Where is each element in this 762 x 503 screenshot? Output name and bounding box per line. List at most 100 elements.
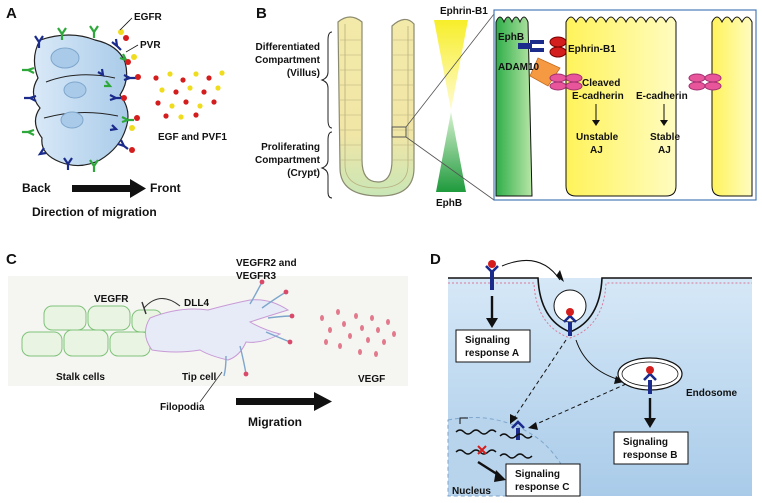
villus-label-3: (Villus)	[287, 68, 320, 79]
dll4-label: DLL4	[184, 298, 209, 309]
villus-inner-line	[344, 24, 409, 189]
ligand-label: EGF and PVF1	[158, 132, 227, 143]
egfr-pointer	[119, 17, 133, 31]
panel-d-letter: D	[430, 251, 441, 268]
migration-arrow-c	[236, 392, 332, 411]
arrow-unstable-head	[592, 120, 600, 126]
bound-ligands	[121, 35, 141, 153]
dna-strand	[499, 453, 533, 459]
stalk-label: Stalk cells	[56, 372, 105, 383]
stable-ecadherin	[688, 73, 722, 91]
response-a-line2: response A	[465, 348, 519, 359]
adam10-label: ADAM10	[498, 62, 540, 73]
extracellular-space	[448, 262, 752, 278]
ephb-gradient	[436, 112, 466, 192]
ecad-label: E-cadherin	[636, 91, 688, 102]
internalize-arrow-head	[556, 270, 564, 282]
cell-border	[45, 74, 116, 83]
crypt-label-2: Compartment	[255, 155, 321, 166]
response-b-line1: Signaling	[623, 437, 668, 448]
crypt-label-1: Proliferating	[261, 142, 320, 153]
response-a-box	[455, 329, 531, 363]
zoom-line	[405, 136, 495, 201]
neighbor-cell	[711, 16, 753, 197]
ephrin-ligand	[549, 46, 567, 58]
vegfr-label: VEGFR	[94, 294, 129, 305]
cleaved-label-2: E-cadherin	[572, 91, 624, 102]
response-b-box	[613, 431, 689, 465]
villus-crypt-epithelium	[337, 16, 415, 197]
ephb-receptor	[518, 40, 544, 52]
migrating-cell-cluster	[32, 34, 129, 167]
response-b-line2: response B	[623, 450, 677, 461]
zoom-box	[391, 126, 407, 138]
dashed-arrow-head	[510, 414, 518, 424]
dll4-inhibition	[143, 298, 181, 309]
arrow-stable-head	[660, 120, 668, 126]
villus-brace	[320, 31, 333, 129]
direction-label: Direction of migration	[32, 205, 157, 219]
pvr-pointer	[125, 44, 139, 53]
response-c-box	[505, 463, 581, 497]
unstable-label-2: AJ	[590, 145, 603, 156]
vegf-label: VEGF	[358, 374, 385, 385]
ephb-gradient-label: EphB	[436, 198, 462, 209]
nucleus-label: Nucleus	[452, 486, 491, 497]
cell-border	[43, 111, 119, 119]
dna-strand	[455, 449, 497, 455]
response-a-line1: Signaling	[465, 335, 510, 346]
egfr-label: EGFR	[134, 12, 163, 23]
ephrin-gradient-label: Ephrin-B1	[440, 6, 488, 17]
receptor-pit	[563, 308, 577, 336]
dna-strand	[499, 433, 533, 439]
villus-cell-lines	[340, 39, 414, 161]
vegfr23-label-1: VEGFR2 and	[236, 258, 297, 269]
migration-label: Migration	[248, 415, 302, 429]
response-c-line2: response C	[515, 482, 569, 493]
receptor-endosome	[643, 366, 657, 394]
tip-label: Tip cell	[182, 372, 216, 383]
vegf-field	[320, 309, 396, 357]
back-label: Back	[22, 181, 51, 195]
ligand-field	[153, 70, 225, 120]
cleaved-ecadherin	[549, 73, 583, 91]
inhibition-bar	[141, 301, 147, 315]
ephrin-cell	[565, 16, 677, 197]
to-endosome-arrow	[575, 339, 621, 381]
response-c-line1: Signaling	[515, 469, 560, 480]
front-label: Front	[150, 181, 181, 195]
internalize-arrow	[501, 259, 561, 281]
bound-ligands-yellow	[118, 29, 137, 131]
ephb-label: EphB	[498, 32, 524, 43]
ephrin-label: Ephrin-B1	[568, 44, 616, 55]
nucleus	[60, 111, 84, 129]
panel-b-letter: B	[256, 5, 267, 22]
dashed-arrow	[513, 339, 567, 419]
filopodia-tips	[243, 279, 295, 377]
unstable-label-1: Unstable	[576, 132, 619, 143]
arrow-response-c-head	[494, 470, 506, 482]
clathrin-coat	[448, 282, 752, 339]
stalk-cells	[21, 305, 163, 357]
cleaved-label-1: Cleaved	[582, 78, 620, 89]
nucleus	[63, 81, 87, 99]
panel-a-letter: A	[6, 5, 17, 22]
panel-c-letter: C	[6, 251, 17, 268]
villus-label-2: Compartment	[255, 55, 321, 66]
ephrin-gradient	[434, 20, 468, 110]
tip-cell	[145, 299, 290, 361]
zoom-line	[405, 13, 495, 128]
filopodia-pointer	[199, 371, 223, 403]
ephrin-ligand	[549, 36, 567, 48]
promoter-arrow	[459, 417, 468, 424]
panel-d: D	[430, 251, 752, 497]
villus-label-1: Differentiated	[256, 42, 320, 53]
arrow-response-a-head	[486, 318, 498, 328]
nucleus	[50, 47, 80, 69]
stable-label-2: AJ	[658, 145, 671, 156]
dashed-arrow	[531, 383, 627, 427]
pvr-label: PVR	[140, 40, 161, 51]
stable-label-1: Stable	[650, 132, 680, 143]
migration-arrow-a	[72, 179, 146, 198]
